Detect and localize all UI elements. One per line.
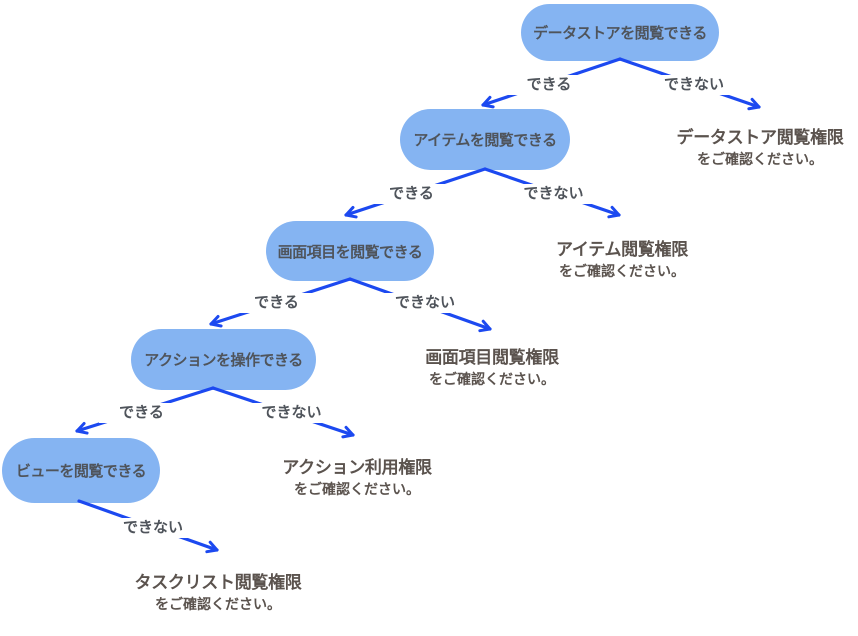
branch-label-level4-can: できる	[99, 403, 184, 423]
node-can-operate-action: アクションを操作できる	[131, 329, 316, 390]
result-action-use-permission: アクション利用権限 をご確認ください。	[237, 457, 477, 498]
branch-label-level2-cannot: できない	[506, 184, 601, 204]
result-item-view-permission: アイテム閲覧権限 をご確認ください。	[502, 239, 742, 280]
result-note: をご確認ください。	[155, 596, 281, 613]
node-label: アイテムを閲覧できる	[413, 132, 557, 149]
node-can-view-screen-field: 画面項目を閲覧できる	[266, 221, 434, 281]
node-can-view-datastore: データストアを閲覧できる	[521, 4, 719, 61]
branch-label-level4-cannot: できない	[242, 403, 341, 423]
result-note: をご確認ください。	[697, 151, 823, 168]
result-screen-field-view-permission: 画面項目閲覧権限 をご確認ください。	[372, 347, 612, 388]
node-can-view-view: ビューを閲覧できる	[2, 438, 160, 503]
branch-label-level2-can: できる	[369, 184, 454, 204]
result-note: をご確認ください。	[294, 481, 420, 498]
result-title: アクション利用権限	[282, 458, 432, 477]
node-label: 画面項目を閲覧できる	[277, 243, 423, 261]
node-label: データストアを閲覧できる	[533, 25, 707, 42]
result-title: タスクリスト閲覧権限	[134, 573, 302, 592]
result-note: をご確認ください。	[429, 371, 555, 388]
result-title: 画面項目閲覧権限	[425, 348, 559, 367]
node-can-view-item: アイテムを閲覧できる	[400, 109, 570, 170]
branch-label-level3-cannot: できない	[376, 293, 474, 313]
node-label: アクションを操作できる	[144, 352, 303, 369]
branch-label-level5-cannot: できない	[103, 518, 203, 538]
result-title: アイテム閲覧権限	[556, 240, 688, 259]
result-tasklist-view-permission: タスクリスト閲覧権限 をご確認ください。	[98, 572, 338, 613]
branch-label-level3-can: できる	[234, 293, 319, 313]
result-datastore-view-permission: データストア閲覧権限 をご確認ください。	[640, 127, 858, 168]
result-title: データストア閲覧権限	[676, 128, 844, 147]
branch-label-level1-cannot: できない	[646, 75, 742, 95]
branch-label-level1-can: できる	[506, 75, 592, 95]
node-label: ビューを閲覧できる	[15, 463, 147, 480]
result-note: をご確認ください。	[559, 263, 685, 280]
